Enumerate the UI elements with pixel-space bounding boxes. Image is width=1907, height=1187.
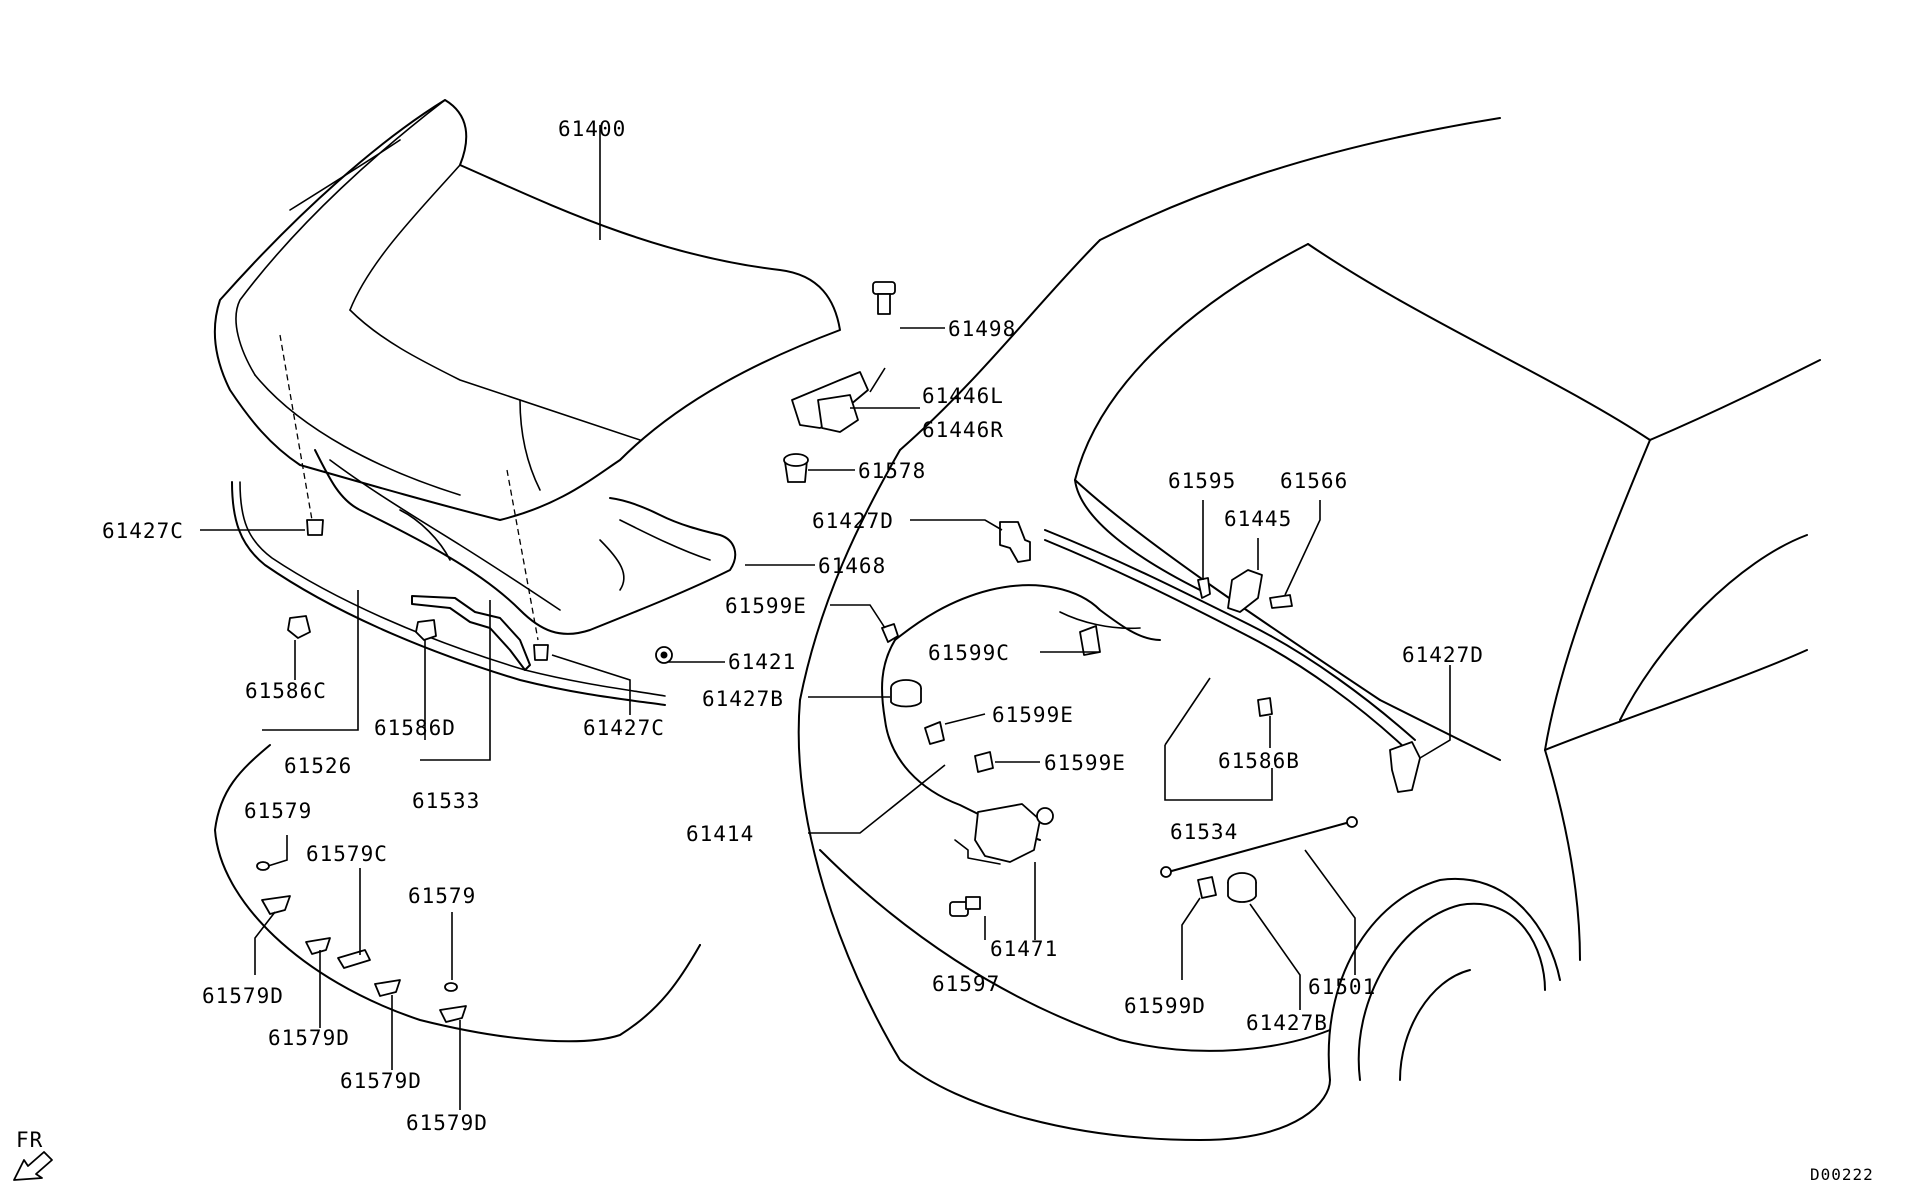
label-61579D-a: 61579D [202,984,284,1008]
dashed-alignment-lines [279,334,539,641]
label-61599D: 61599D [1124,994,1206,1018]
seal-61533 [411,595,531,671]
label-61533: 61533 [412,789,480,813]
leader-lines [200,125,1451,1110]
label-61498: 61498 [948,317,1016,341]
label-61534: 61534 [1170,820,1238,844]
label-61579-b: 61579 [408,884,476,908]
small-parts [256,281,1421,1023]
label-61578: 61578 [858,459,926,483]
label-61427D-left: 61427D [812,509,894,533]
label-61599E-c: 61599E [1044,751,1126,775]
front-arrow-icon [13,1151,53,1181]
label-61566: 61566 [1280,469,1348,493]
label-61599E-b: 61599E [992,703,1074,727]
seal-61534 [1044,529,1416,749]
label-61427C-top: 61427C [102,519,184,543]
direction-label: FR [16,1128,43,1152]
label-61445: 61445 [1224,507,1292,531]
label-61427B-a: 61427B [702,687,784,711]
part-labels: 61400 61498 61446L 61446R 61578 61427C 6… [102,117,1484,1135]
label-61579D-b: 61579D [268,1026,350,1050]
label-61579D-c: 61579D [340,1069,422,1093]
label-61597: 61597 [932,972,1000,996]
label-61579D-d: 61579D [406,1111,488,1135]
label-61586C: 61586C [245,679,327,703]
label-61414: 61414 [686,822,754,846]
label-61579C: 61579C [306,842,388,866]
label-61468: 61468 [818,554,886,578]
label-61427D-right: 61427D [1402,643,1484,667]
car-body-outline [797,117,1821,1141]
diagram-code: D00222 [1810,1165,1874,1184]
weatherstrip-61526 [231,481,666,706]
label-61427B-b: 61427B [1246,1011,1328,1035]
label-61526: 61526 [284,754,352,778]
label-61595: 61595 [1168,469,1236,493]
front-direction-indicator: FR [13,1128,53,1181]
label-61501: 61501 [1308,975,1376,999]
front-bumper-outline [214,744,701,1043]
label-61446L: 61446L [922,384,1004,408]
label-61446R: 61446R [922,418,1004,442]
label-61586B: 61586B [1218,749,1300,773]
label-61400: 61400 [558,117,626,141]
label-61471: 61471 [990,937,1058,961]
hood-panel [213,99,841,635]
label-61586D: 61586D [374,716,456,740]
label-61599E-a: 61599E [725,594,807,618]
label-61427C-low: 61427C [583,716,665,740]
label-61599C: 61599C [928,641,1010,665]
label-61579-a: 61579 [244,799,312,823]
label-61421: 61421 [728,650,796,674]
